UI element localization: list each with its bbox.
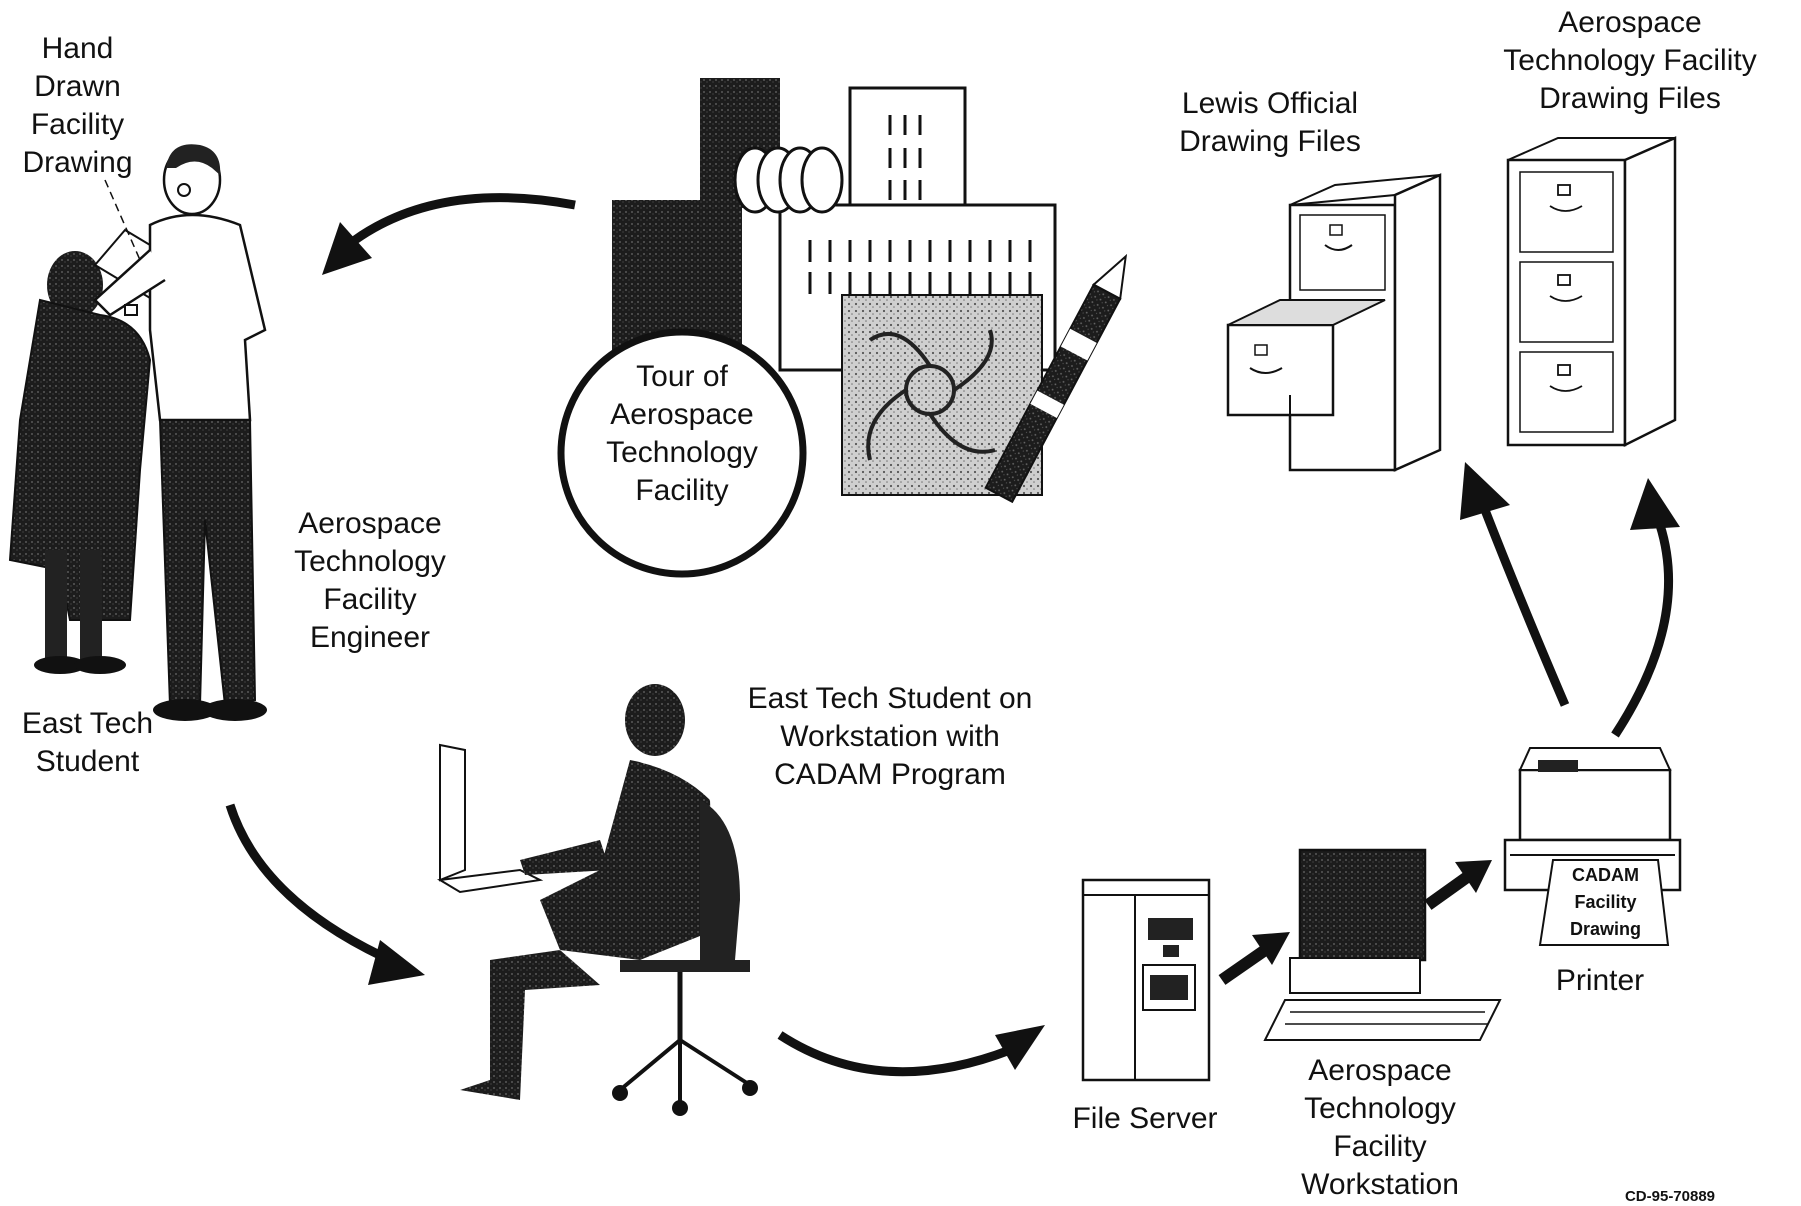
arrow-file-server-to-atf-workstation bbox=[1218, 932, 1290, 985]
file-server-illustration bbox=[1081, 878, 1211, 1082]
facility-tour-illustration bbox=[557, 78, 1128, 578]
arrow-workstation-to-file-server bbox=[777, 1025, 1045, 1077]
arrow-printer-to-atf-files bbox=[1611, 478, 1680, 738]
lewis-official-files-cabinet bbox=[1226, 173, 1442, 472]
east-tech-student-label: East Tech Student bbox=[21, 707, 154, 778]
atf-workstation-label: Aerospace Technology Facility Workstatio… bbox=[1301, 1054, 1459, 1201]
wind-tunnel-rings bbox=[733, 146, 844, 214]
atf-files-label: Aerospace Technology Facility Drawing Fi… bbox=[1503, 6, 1757, 115]
lewis-files-label: Lewis Official Drawing Files bbox=[1179, 87, 1361, 158]
document-code: CD-95-70889 bbox=[1624, 1188, 1716, 1205]
atf-drawing-files-cabinet bbox=[1506, 136, 1677, 448]
tour-label-circle bbox=[557, 328, 807, 578]
printer-illustration bbox=[1503, 747, 1682, 946]
east-tech-student-figure bbox=[8, 251, 152, 674]
file-server-label: File Server bbox=[1072, 1102, 1218, 1135]
printer-label: Printer bbox=[1555, 964, 1645, 997]
engineer-and-student-illustration bbox=[8, 144, 267, 721]
tour-label: Tour of Aerospace Technology Facility bbox=[606, 360, 758, 507]
engineer-label: Aerospace Technology Facility Engineer bbox=[294, 507, 446, 654]
rocket-illustration bbox=[984, 253, 1128, 504]
arrow-printer-to-lewis-files bbox=[1460, 462, 1570, 707]
arrow-student-to-workstation bbox=[225, 803, 425, 985]
printout-label: CADAM Facility Drawing bbox=[1569, 865, 1641, 939]
hand-drawn-drawing-label: Hand Drawn Facility Drawing bbox=[22, 32, 133, 179]
facility-engineer-figure bbox=[93, 144, 267, 721]
student-at-workstation-illustration bbox=[437, 684, 758, 1116]
arrow-tour-to-engineer bbox=[322, 193, 576, 275]
printout-page bbox=[1538, 859, 1670, 946]
atf-workstation-illustration bbox=[1263, 848, 1502, 1041]
student-workstation-label: East Tech Student on Workstation with CA… bbox=[747, 682, 1033, 791]
flow-arrows bbox=[225, 193, 1680, 1077]
arrow-atf-workstation-to-printer bbox=[1424, 860, 1492, 910]
